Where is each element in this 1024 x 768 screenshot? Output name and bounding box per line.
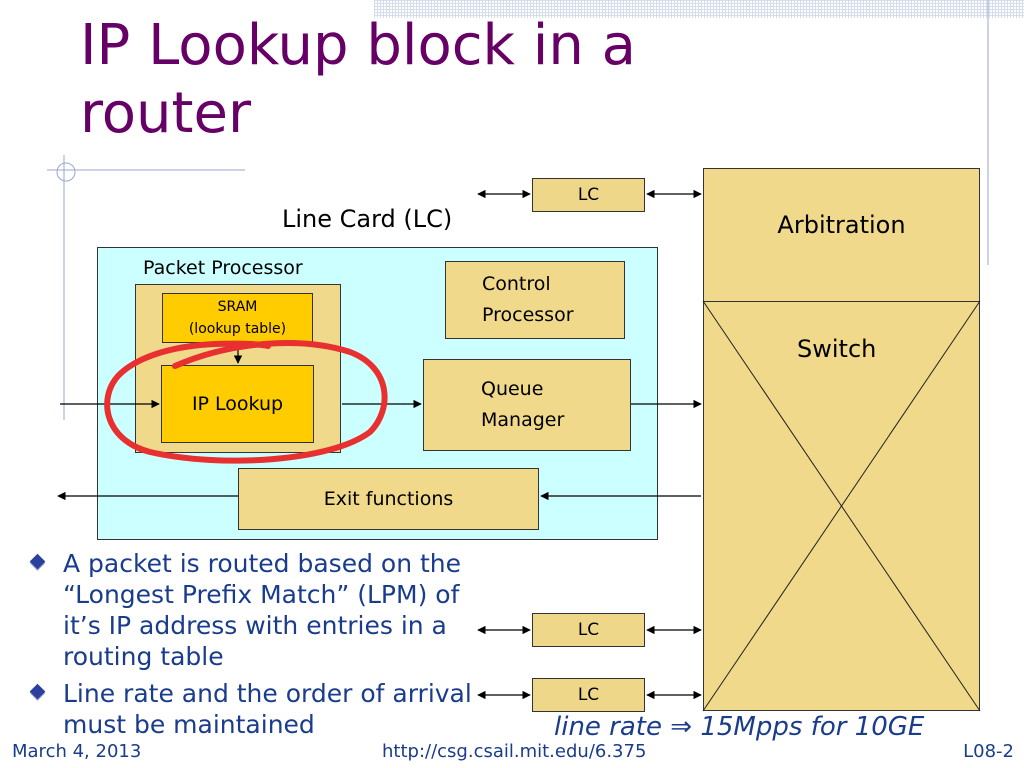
diamond-bullet-icon (29, 683, 46, 700)
bullet-text: Line rate and the order of arrival must … (63, 679, 472, 739)
line-rate-prefix: line rate (554, 712, 671, 742)
control-processor-line2: Processor (482, 304, 574, 326)
exit-functions-label: Exit functions (323, 488, 454, 510)
diamond-bullet-icon (29, 553, 46, 570)
lc-label-bottom: LC (577, 685, 600, 705)
line-rate-suffix: 15Mpps for 10GE (692, 712, 925, 742)
footer-url: http://csg.csail.mit.edu/6.375 (382, 741, 647, 762)
lc-label-top: LC (577, 185, 600, 205)
lc-box-top: LC (532, 178, 645, 212)
bullet-text: A packet is routed based on the “Longest… (63, 549, 462, 671)
lc-box-middle: LC (532, 613, 645, 647)
sram-box: SRAM (lookup table) (162, 293, 313, 343)
sram-label: SRAM (217, 299, 258, 315)
bullet-list: A packet is routed based on the “Longest… (28, 548, 478, 746)
ip-lookup-box: IP Lookup (161, 365, 314, 443)
control-processor-line1: Control (482, 273, 551, 295)
queue-manager-line1: Queue (481, 378, 544, 400)
line-rate-note: line rate ⇒ 15Mpps for 10GE (554, 712, 924, 742)
switch-label: Switch (795, 335, 879, 363)
lc-label-middle: LC (577, 620, 600, 640)
highlight-annotation-circle (104, 340, 388, 464)
lc-box-bottom: LC (532, 678, 645, 712)
bullet-item: Line rate and the order of arrival must … (28, 678, 478, 740)
implies-symbol: ⇒ (670, 712, 693, 742)
ip-lookup-label: IP Lookup (191, 393, 284, 415)
slide-title: IP Lookup block in a router (80, 13, 636, 146)
header-grid-decoration (374, 0, 1024, 18)
footer-page-number: L08-2 (963, 741, 1014, 762)
control-processor-box: Control Processor (445, 261, 625, 339)
bullet-item: A packet is routed based on the “Longest… (28, 548, 478, 672)
arbitration-label: Arbitration (777, 211, 906, 239)
exit-functions-box: Exit functions (238, 468, 539, 530)
packet-processor-label: Packet Processor (143, 257, 303, 279)
queue-manager-box: Queue Manager (423, 359, 631, 451)
line-card-heading: Line Card (LC) (282, 205, 453, 233)
footer-date: March 4, 2013 (12, 741, 142, 762)
queue-manager-line2: Manager (481, 409, 565, 431)
sram-sublabel: (lookup table) (188, 321, 287, 337)
